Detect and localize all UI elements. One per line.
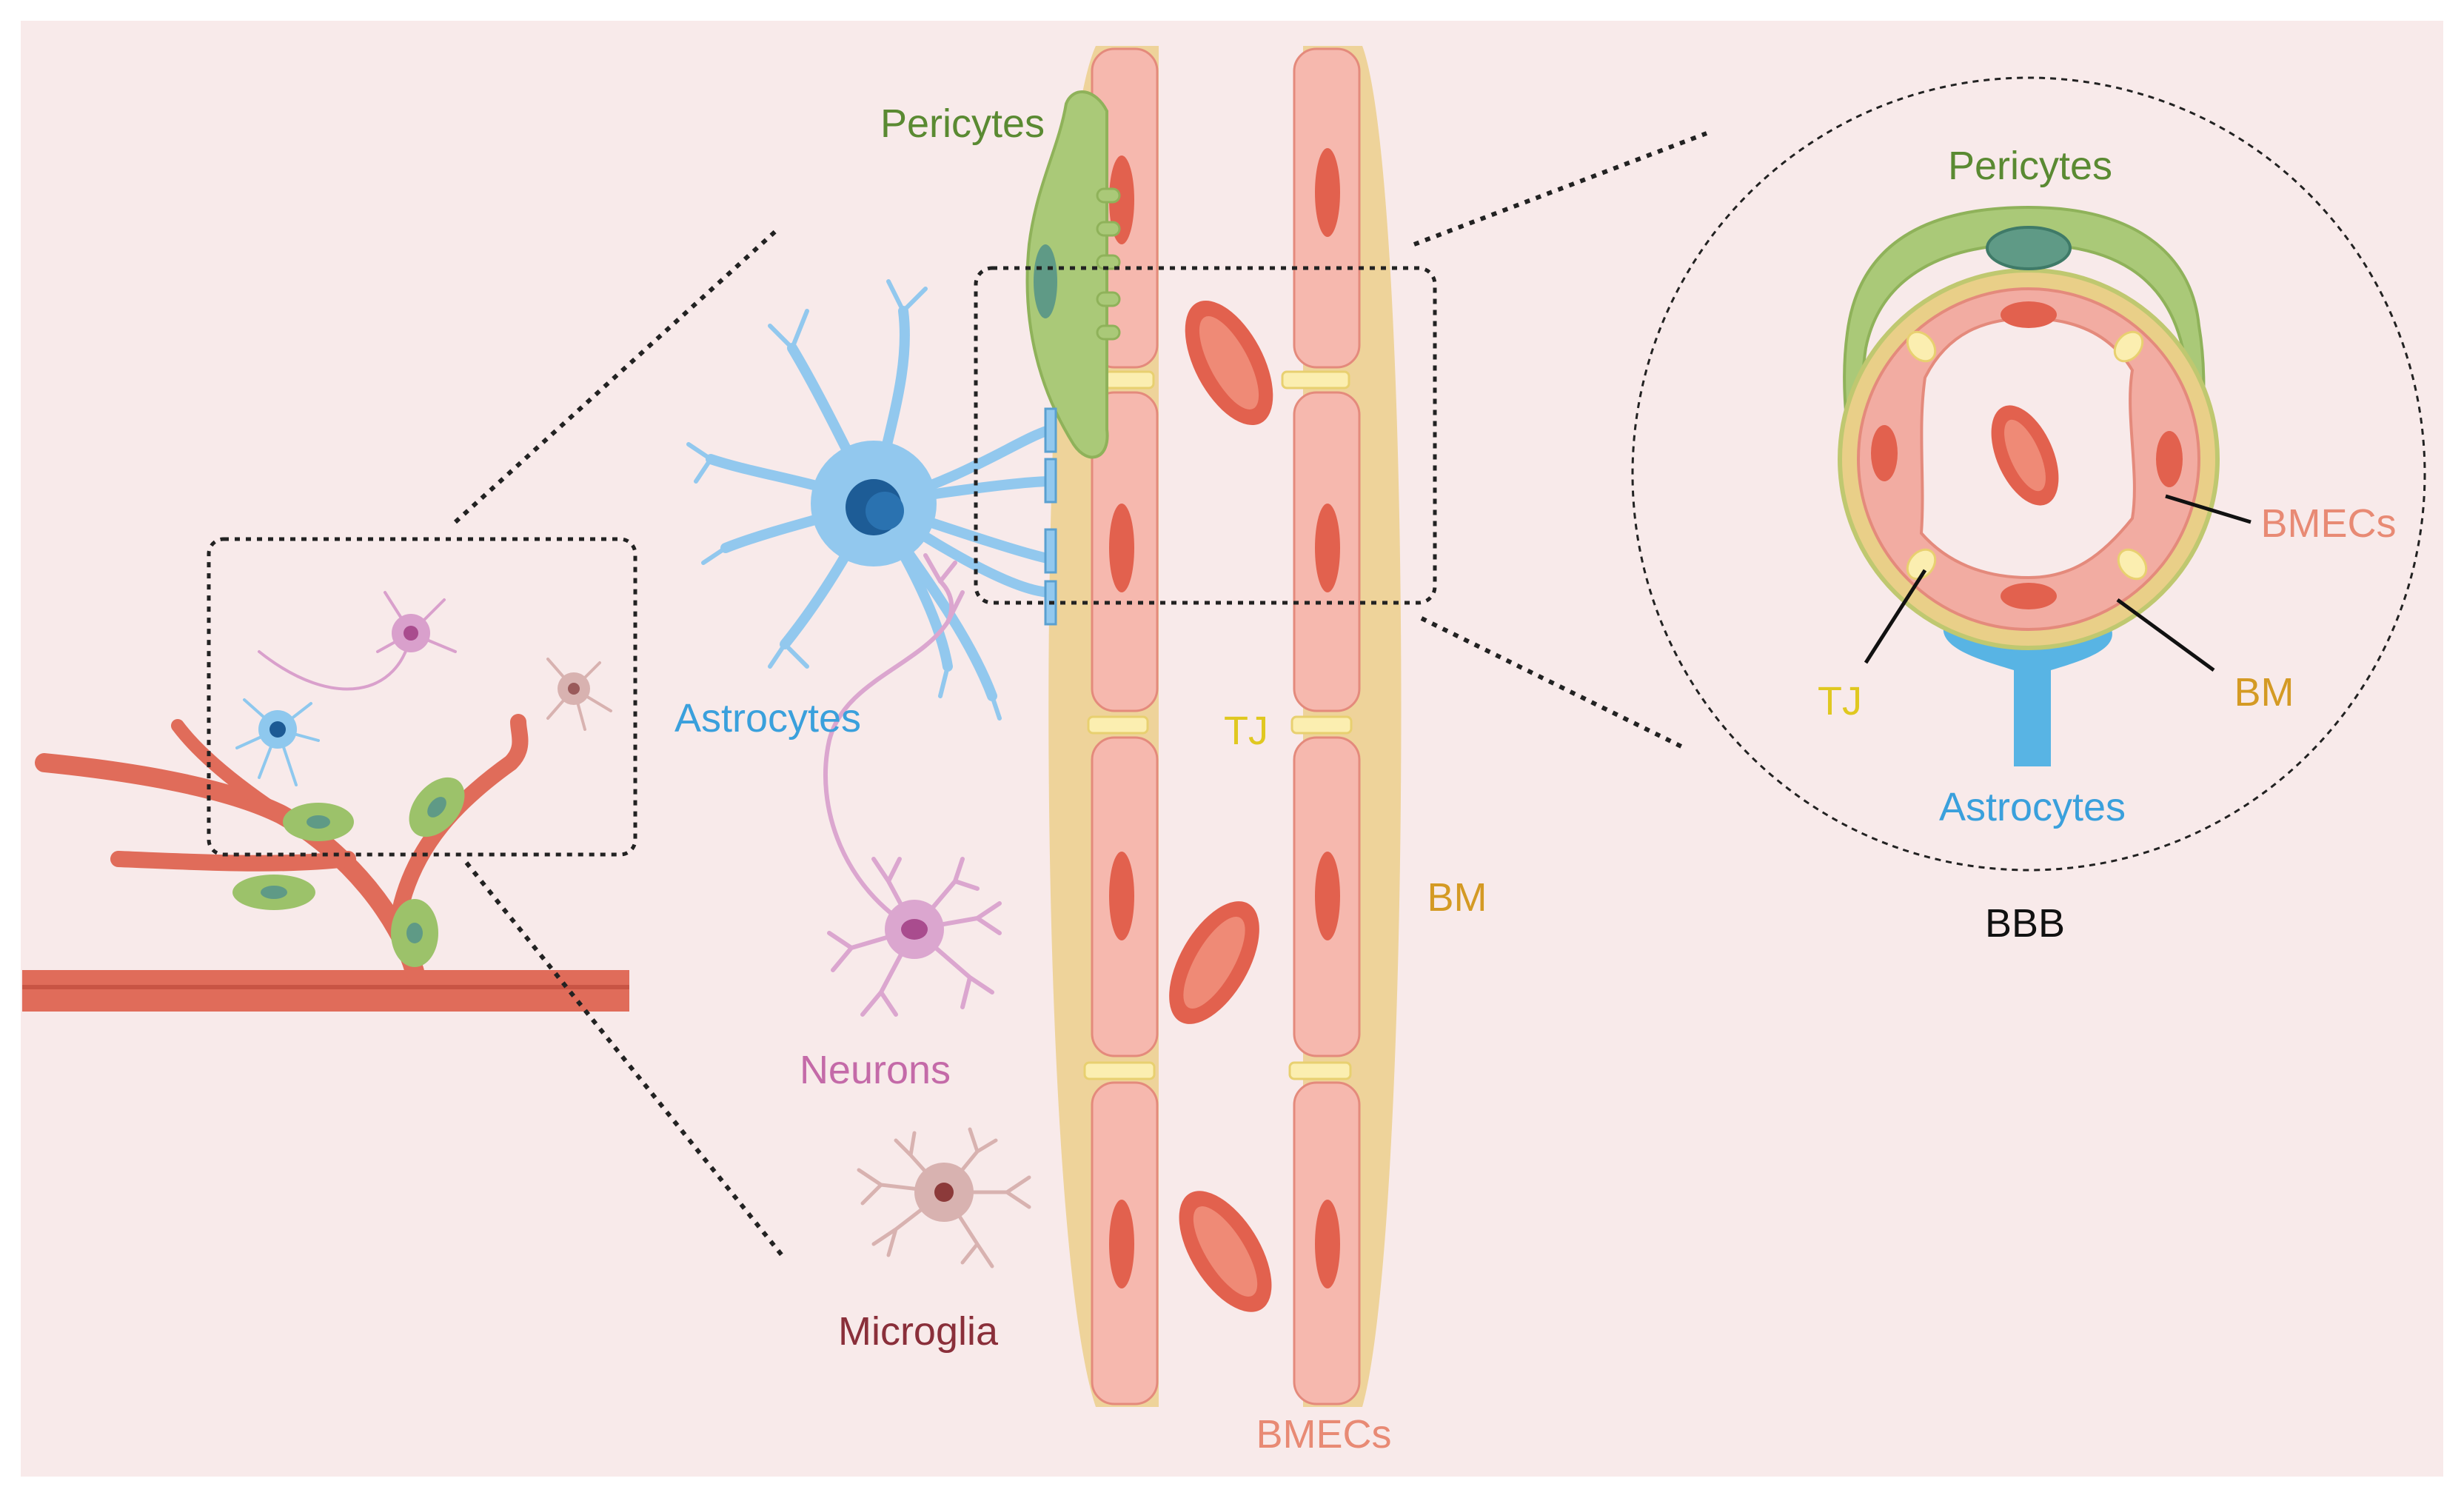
label-bm-mid: BM — [1427, 875, 1487, 920]
bmec-column-left — [1091, 47, 1159, 1405]
label-bbb: BBB — [1985, 901, 2065, 946]
zoom-box-mid — [974, 266, 1437, 605]
label-pericytes-mid: Pericytes — [880, 101, 1045, 146]
label-pericytes-circle: Pericytes — [1948, 144, 2112, 188]
label-microglia: Microglia — [838, 1309, 999, 1354]
label-astrocytes-circle: Astrocytes — [1939, 785, 2126, 829]
microglia-mid — [857, 1127, 1031, 1268]
neuron-mid — [823, 553, 1002, 1017]
cross-section — [1838, 205, 2220, 766]
label-astrocytes-mid: Astrocytes — [674, 696, 861, 741]
vessel-tree — [22, 591, 629, 1012]
label-bm-circle: BM — [2234, 670, 2294, 715]
pericyte-mid — [1025, 90, 1121, 459]
cross-section-circle — [1631, 76, 2426, 872]
label-tj-mid: TJ — [1224, 709, 1268, 753]
label-bmecs-mid: BMECs — [1256, 1412, 1391, 1457]
label-tj-circle: TJ — [1818, 679, 1862, 723]
tight-junctions-mid — [1083, 370, 1353, 1080]
label-bmecs-circle: BMECs — [2260, 501, 2396, 546]
label-neurons: Neurons — [800, 1048, 951, 1092]
zoom-box-left — [207, 537, 637, 857]
bmec-column-right — [1293, 47, 1361, 1405]
astrocyte-mid — [686, 279, 1057, 721]
